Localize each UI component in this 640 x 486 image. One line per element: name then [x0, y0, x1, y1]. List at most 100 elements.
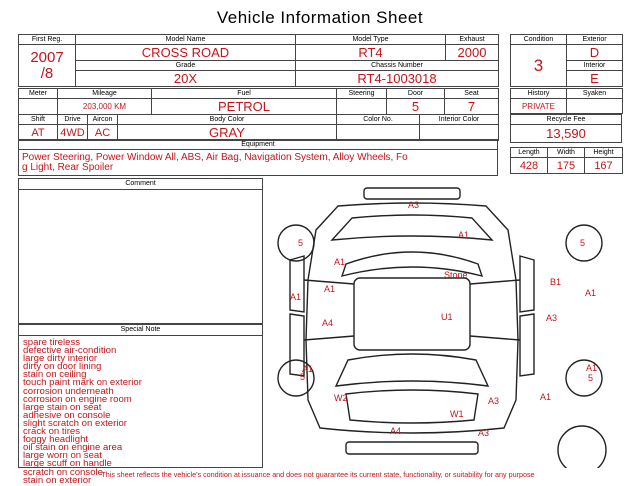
- drive-label: Drive: [57, 114, 88, 125]
- seat-label: Seat: [444, 88, 499, 99]
- special-note-item: slight scratch on exterior: [23, 417, 127, 429]
- history-value: PRIVATE: [510, 98, 567, 114]
- special-note-item: foggy headlight: [23, 434, 89, 446]
- special-note-item: corrosion on engine room: [23, 393, 132, 405]
- wheel-front-left: [277, 359, 315, 397]
- steering-value: [336, 98, 387, 115]
- width-label: Width: [547, 147, 585, 158]
- mark-wheel-rear-right: 5: [580, 238, 586, 248]
- syaken-label: Syaken: [566, 88, 623, 99]
- equipment-label: Equipment: [18, 139, 498, 150]
- length-value: 428: [510, 157, 548, 174]
- height-label: Height: [584, 147, 623, 158]
- shift-label: Shift: [18, 114, 58, 125]
- body-color-label: Body Color: [117, 114, 337, 125]
- special-note-item: defective air-condition: [23, 345, 117, 357]
- first-reg-year: 2007: [30, 48, 64, 66]
- left-door-outline: [289, 313, 305, 377]
- first-reg-month: /8: [40, 64, 54, 82]
- grade-value: 20X: [75, 70, 296, 87]
- first-reg-label: First Reg.: [18, 34, 76, 45]
- rear-window-outline: [330, 214, 494, 241]
- left-pillar-line: [303, 279, 355, 285]
- special-note-item: scratch on console: [23, 466, 103, 478]
- history-table: History Syaken PRIVATE: [510, 88, 623, 114]
- left-door-line: [303, 335, 355, 341]
- special-note-item: dirty on door lining: [23, 361, 102, 373]
- meter-value: [18, 98, 58, 115]
- windshield-outline: [334, 353, 490, 387]
- rear-glass-outline: [340, 251, 484, 277]
- equipment-line-2: g Light, Rear Spoiler: [22, 161, 114, 173]
- mark-body-left: A1: [290, 292, 302, 302]
- mark-quarter-left: A1: [334, 257, 346, 267]
- special-note-item: oil stain on engine area: [23, 442, 123, 454]
- special-note-item: large dirty interior: [23, 353, 98, 365]
- special-note-item: large scuff on handle: [23, 458, 112, 470]
- grade-label: Grade: [75, 60, 296, 71]
- steering-label: Steering: [336, 88, 387, 99]
- spec-table: Shift Drive Aircon Body Color Color No. …: [18, 114, 499, 141]
- chassis-label: Chassis Number: [295, 60, 499, 71]
- wheel-rear-right: [565, 224, 603, 262]
- rear-bumper-outline: [363, 187, 461, 200]
- body-outline: [305, 202, 519, 434]
- aircon-label: Aircon: [87, 114, 118, 125]
- special-note-item: large stain on seat: [23, 401, 102, 413]
- special-note-item: crack on tires: [23, 426, 81, 438]
- length-label: Length: [510, 147, 548, 158]
- door-label: Door: [386, 88, 445, 99]
- spare-wheel: [557, 425, 607, 468]
- special-note-item: spare tireless: [23, 337, 81, 348]
- comment-box: Comment: [18, 178, 263, 324]
- front-bumper-outline: [345, 441, 479, 455]
- wheel-front-right: [565, 359, 603, 397]
- mark-rear-bumper: A3: [408, 200, 420, 210]
- mark-door-left-front: A4: [322, 318, 334, 328]
- car-damage-diagram: [277, 187, 607, 468]
- seat-value: 7: [444, 98, 499, 115]
- fuel-label: Fuel: [151, 88, 337, 99]
- mark-windshield: W1: [450, 409, 464, 419]
- syaken-value: [566, 98, 623, 114]
- model-type-label: Model Type: [295, 34, 446, 45]
- mark-wheel-front-right-b: 5: [588, 373, 594, 383]
- history-label: History: [510, 88, 567, 99]
- recycle-label: Recycle Fee: [510, 114, 622, 125]
- mark-front-bumper-left: A4: [390, 426, 402, 436]
- condition-value: 3: [510, 44, 567, 87]
- recycle-table: Recycle Fee 13,590: [510, 114, 622, 143]
- exterior-label: Exterior: [566, 34, 623, 45]
- mileage-label: Mileage: [57, 88, 152, 99]
- mark-door-left-rear: A1: [324, 284, 336, 294]
- sheet-title: Vehicle Information Sheet: [216, 8, 424, 27]
- height-value: 167: [584, 157, 623, 174]
- color-no-label: Color No.: [336, 114, 420, 125]
- interior-label: Interior: [566, 60, 623, 71]
- mark-front-bumper-right: A3: [478, 428, 490, 438]
- mark-roof-center: Stone: [444, 270, 468, 280]
- mark-quarter-right: B1: [550, 277, 562, 287]
- special-note-item: stain on ceiling: [23, 369, 87, 381]
- right-quarter-outline: [519, 255, 535, 313]
- mark-wheel-front-left-a: A1: [302, 364, 314, 374]
- condition-table: Condition Exterior 3 D Interior E: [510, 34, 623, 87]
- equipment-line-1: Power Steering, Power Window All, ABS, A…: [22, 151, 408, 163]
- special-note-item: corrosion underneath: [23, 385, 114, 397]
- special-note-label: Special Note: [19, 325, 262, 336]
- first-reg-value: 2007 /8: [18, 44, 76, 87]
- mark-wheel-front-left-b: 5: [300, 372, 306, 382]
- width-value: 175: [547, 157, 585, 174]
- meter-label: Meter: [18, 88, 58, 99]
- mark-wheel-rear-left: 5: [298, 238, 304, 248]
- left-quarter-outline: [289, 255, 305, 313]
- roof-outline: [353, 277, 471, 351]
- exhaust-value: 2000: [445, 44, 499, 61]
- mark-body-right: A1: [585, 288, 597, 298]
- equipment-value: Power Steering, Power Window All, ABS, A…: [18, 149, 498, 176]
- dimensions-table: Length Width Height 428 175 167: [510, 147, 623, 174]
- door-value: 5: [386, 98, 445, 115]
- mileage-value: 203,000 KM: [57, 98, 152, 115]
- mark-fender-left: W2: [334, 393, 348, 403]
